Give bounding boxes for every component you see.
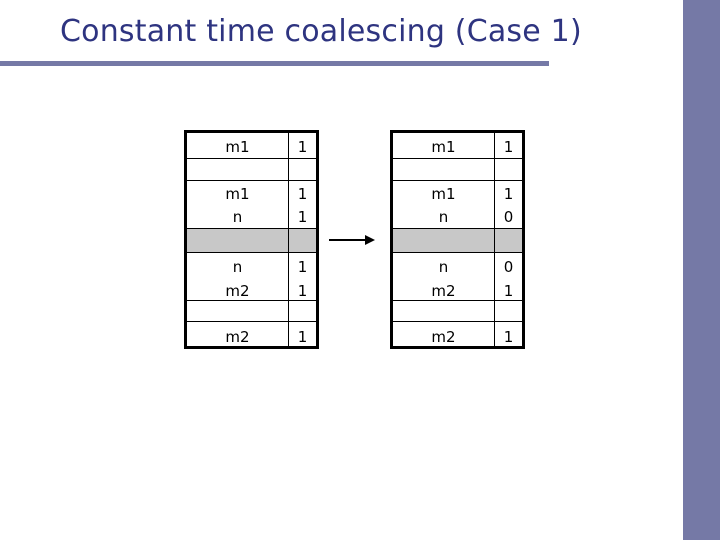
block-row-free-space	[393, 229, 522, 253]
tag-label: n	[438, 208, 449, 226]
column-divider	[494, 133, 495, 346]
tag-label: m1	[225, 138, 250, 156]
tag-label: n	[438, 258, 449, 276]
block-row-free-space	[187, 229, 316, 253]
memory-block-after: m1 1 m1 1 n 0 n 0 m2 1 m2 1	[390, 130, 525, 349]
tag-flag: 1	[503, 185, 514, 203]
tag-flag: 0	[503, 208, 514, 226]
tag-flag: 0	[503, 258, 514, 276]
divider-line	[187, 300, 316, 301]
slide-title: Constant time coalescing (Case 1)	[60, 14, 582, 49]
tag-label: m2	[431, 328, 456, 346]
memory-block-before: m1 1 m1 1 n 1 n 1 m2 1 m2 1	[184, 130, 319, 349]
tag-flag: 1	[503, 282, 514, 300]
tag-label: m1	[225, 185, 250, 203]
title-underline	[0, 61, 549, 66]
divider-line	[187, 180, 316, 181]
tag-flag: 1	[503, 138, 514, 156]
block-row-m1-header	[393, 133, 522, 159]
block-row-m1-footer-n-header	[393, 159, 522, 229]
tag-flag: 1	[297, 258, 308, 276]
side-accent-bar	[683, 0, 720, 540]
tag-flag: 1	[503, 328, 514, 346]
tag-label: n	[232, 208, 243, 226]
column-divider	[288, 133, 289, 346]
block-row-n-footer-m2-header	[393, 253, 522, 322]
tag-label: m2	[431, 282, 456, 300]
divider-line	[393, 300, 522, 301]
tag-flag: 1	[297, 282, 308, 300]
divider-line	[393, 180, 522, 181]
block-row-n-footer-m2-header	[187, 253, 316, 322]
tag-label: m2	[225, 282, 250, 300]
tag-flag: 1	[297, 138, 308, 156]
tag-label: m1	[431, 185, 456, 203]
tag-flag: 1	[297, 185, 308, 203]
block-row-m1-footer-n-header	[187, 159, 316, 229]
tag-label: n	[232, 258, 243, 276]
tag-flag: 1	[297, 328, 308, 346]
tag-label: m2	[225, 328, 250, 346]
tag-flag: 1	[297, 208, 308, 226]
tag-label: m1	[431, 138, 456, 156]
right-arrow-icon	[329, 235, 375, 245]
block-row-m1-header	[187, 133, 316, 159]
